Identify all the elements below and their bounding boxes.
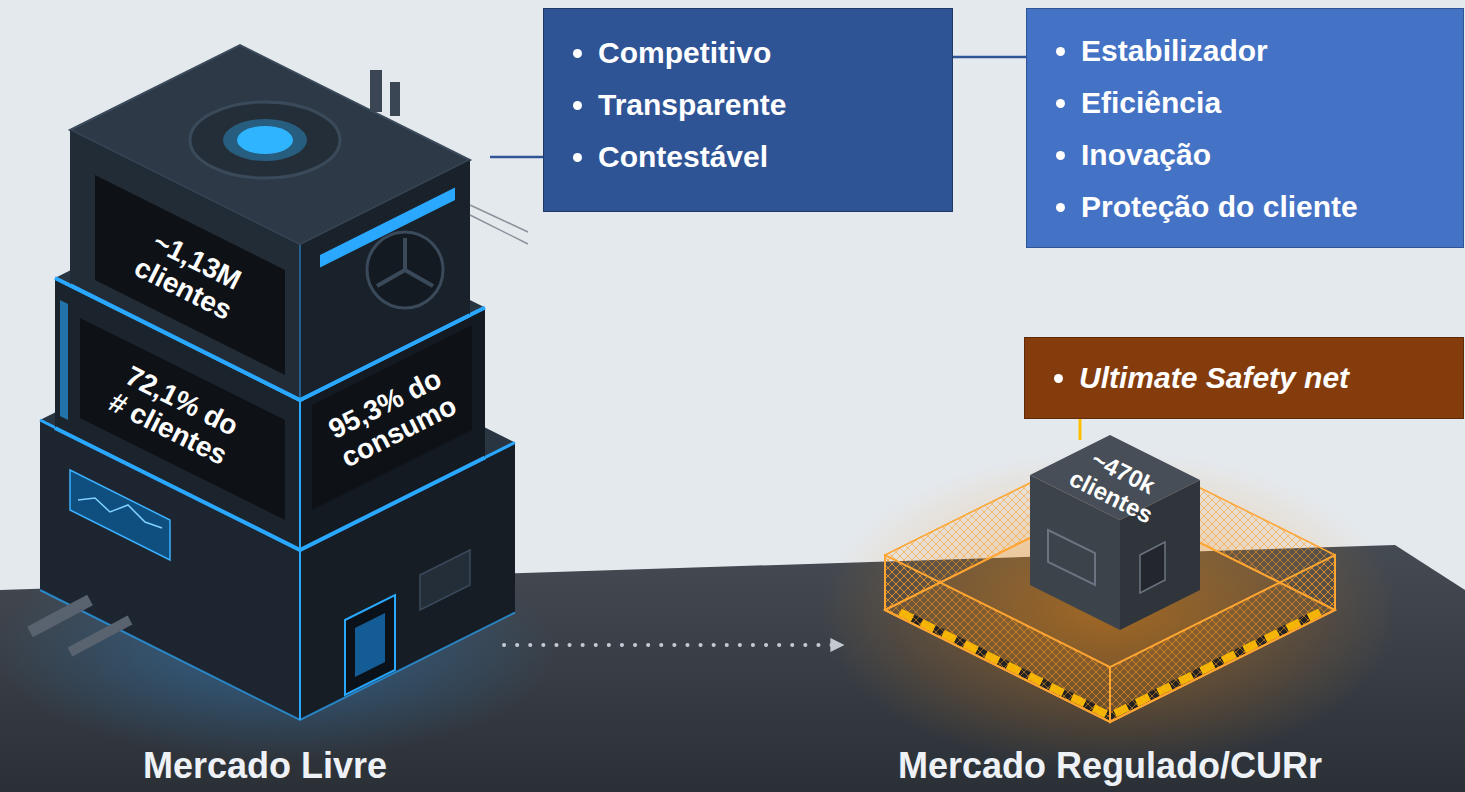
edge-glow [299, 245, 301, 400]
fence [1110, 555, 1335, 722]
connector-line [1079, 419, 1082, 440]
bullet-item: Competitivo [598, 27, 786, 79]
property-box: CompetitivoTransparenteContestável [543, 8, 953, 212]
stat-label: ~1,13M clientes [120, 219, 260, 331]
section-title: Mercado Regulado/CURr [845, 744, 1375, 788]
fan [367, 232, 443, 308]
connector-line [490, 156, 543, 159]
chimney [390, 82, 400, 116]
bullet-list: EstabilizadorEficiênciaInovaçãoProteção … [1027, 25, 1358, 233]
hut-window [1048, 530, 1095, 585]
flow-arrow [504, 643, 843, 647]
bullet-list: Ultimate Safety net [1025, 356, 1349, 400]
regulated-building-art [885, 435, 1335, 722]
power-wire [470, 215, 528, 244]
door [345, 595, 395, 695]
bullet-item: Ultimate Safety net [1079, 356, 1349, 400]
bullet-item: Proteção do cliente [1081, 181, 1358, 233]
meter-box [420, 550, 470, 610]
market-building-art [30, 45, 528, 720]
edge-glow [55, 428, 485, 550]
bullet-list: CompetitivoTransparenteContestável [544, 27, 786, 183]
section-title: Mercado Livre [40, 744, 490, 788]
bullet-item: Estabilizador [1081, 25, 1358, 77]
bullet-item: Inovação [1081, 129, 1358, 181]
stat-label: ~470k clientes [1058, 437, 1176, 532]
door-light [355, 613, 385, 677]
screen-chart [78, 498, 162, 528]
connector-line [953, 56, 1026, 59]
gear-core [237, 126, 293, 154]
chimney [370, 70, 382, 112]
gear [190, 102, 340, 178]
pipe [70, 620, 130, 652]
bullet-item: Contestável [598, 131, 786, 183]
hut-meter [1140, 542, 1165, 593]
market-building: ~1,13M clientes 72,1% do # clientes 95,3% … [40, 50, 490, 792]
fan-blade [377, 238, 433, 286]
bullet-item: Transparente [598, 79, 786, 131]
light-strip [60, 300, 68, 420]
pipe [30, 600, 90, 632]
power-wire [470, 205, 528, 232]
safety-net-box: Ultimate Safety net [1024, 337, 1464, 419]
fence [885, 555, 1110, 722]
stat-label: 72,1% do # clientes [101, 357, 250, 473]
screen-panel [70, 470, 170, 560]
gear-glow [223, 119, 307, 161]
benefit-box: EstabilizadorEficiênciaInovaçãoProteção … [1026, 8, 1464, 248]
building-face [300, 160, 470, 400]
stat-label: 95,3% do consumo [318, 360, 467, 476]
regulated-building: ~470k clientesMercado Regulado/CURr [845, 440, 1375, 792]
edge-glow [299, 400, 301, 550]
bullet-item: Eficiência [1081, 77, 1358, 129]
edge-glow [299, 550, 301, 720]
edge-glow [40, 590, 515, 720]
